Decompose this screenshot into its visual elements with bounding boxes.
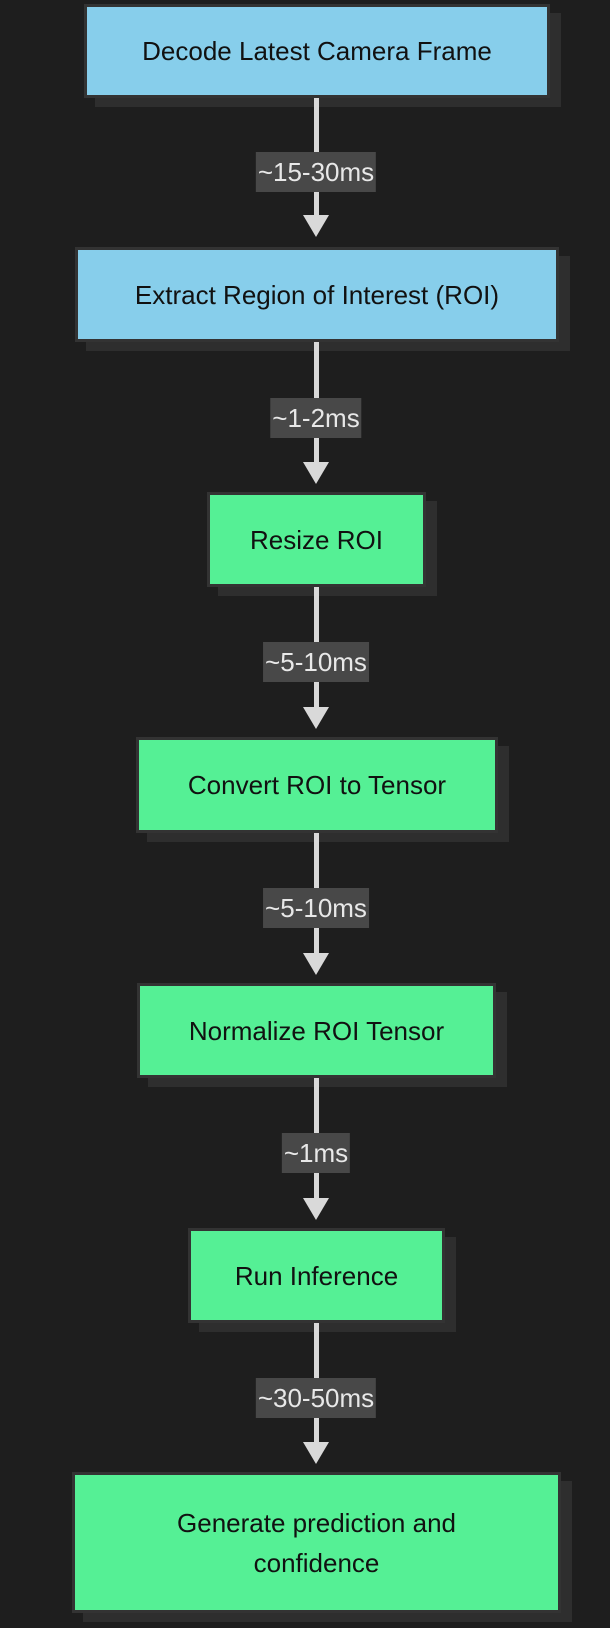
node-label: Resize ROI xyxy=(250,524,383,555)
node-normalize-tensor: Normalize ROI Tensor xyxy=(137,983,496,1078)
node-generate-prediction: Generate prediction and confidence xyxy=(72,1472,561,1613)
edge-label: ~1ms xyxy=(281,1133,351,1173)
node-decode-frame: Decode Latest Camera Frame xyxy=(84,4,550,98)
arrowhead-icon xyxy=(303,215,329,237)
node-run-inference: Run Inference xyxy=(188,1228,445,1323)
node-label: Normalize ROI Tensor xyxy=(188,1015,445,1046)
arrowhead-icon xyxy=(303,953,329,975)
edge-label: ~30-50ms xyxy=(255,1378,377,1418)
arrowhead-icon xyxy=(303,707,329,729)
edge-label: ~15-30ms xyxy=(255,152,377,192)
node-extract-roi: Extract Region of Interest (ROI) xyxy=(75,247,559,342)
node-label: Generate prediction and confidence xyxy=(177,1507,456,1578)
arrowhead-icon xyxy=(303,462,329,484)
edge-label: ~5-10ms xyxy=(263,888,369,928)
node-resize-roi: Resize ROI xyxy=(207,492,426,587)
node-label: Decode Latest Camera Frame xyxy=(142,36,492,66)
node-label: Extract Region of Interest (ROI) xyxy=(134,279,500,310)
node-convert-tensor: Convert ROI to Tensor xyxy=(136,737,498,833)
edge-label: ~1-2ms xyxy=(270,398,362,438)
node-label: Convert ROI to Tensor xyxy=(187,770,447,800)
edge-label: ~5-10ms xyxy=(263,642,369,682)
node-label: Run Inference xyxy=(234,1260,399,1291)
arrowhead-icon xyxy=(303,1198,329,1220)
arrowhead-icon xyxy=(303,1442,329,1464)
